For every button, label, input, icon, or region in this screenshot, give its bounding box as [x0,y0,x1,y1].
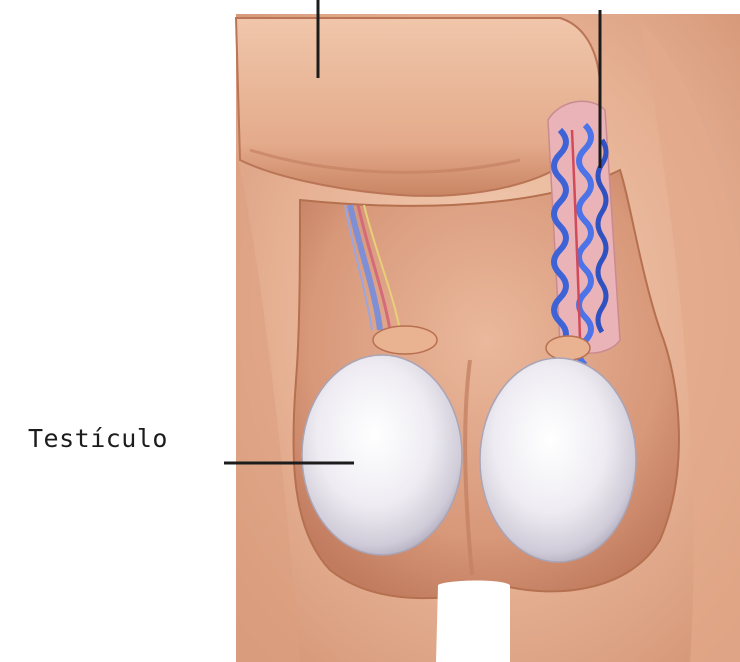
testicle-label: Testículo [28,424,168,453]
right-testicle [480,358,636,562]
left-epididymis [373,326,437,354]
penis-reflected [236,18,600,196]
left-testicle [302,355,462,555]
perineal-gap [436,580,510,662]
right-epididymis [546,336,590,360]
